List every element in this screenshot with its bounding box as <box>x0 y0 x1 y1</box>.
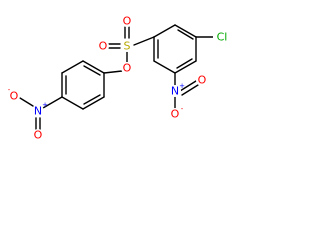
bond-nitro-right-to-oxygen-up <box>179 80 197 92</box>
sulfonyl-oxygen-top-label: O <box>123 15 132 28</box>
bond-ester-oxygen-to-ring <box>103 70 123 74</box>
bond-ring-left-1-inner <box>83 65 101 76</box>
chlorine-atom: Cl <box>213 30 231 44</box>
bond-ring-right-3 <box>174 60 197 74</box>
bond-ring-to-sulfur <box>133 36 155 46</box>
bond-ring-left-2 <box>61 60 84 74</box>
nitro-right-oxygen-up-label: O <box>198 74 207 87</box>
sulfur-label: S <box>124 40 131 53</box>
bond-nitro-left-to-oxygen-up <box>19 97 34 107</box>
bond-ring-left-1 <box>82 60 105 74</box>
nitro-left-oxygen-down: O <box>32 129 44 142</box>
nitro-right-nitrogen: N + <box>169 82 185 98</box>
bond-ring-right-4 <box>153 60 176 74</box>
nitro-left-oxygen-down-label: O <box>34 129 43 142</box>
chlorine-label: Cl <box>217 31 228 44</box>
bond-ring-right-3-inner <box>176 58 193 69</box>
nitro-left-oxygen-up-charge: - <box>8 86 11 94</box>
nitro-right-oxygen-down-charge: - <box>181 105 184 113</box>
bond-ring-left-4 <box>61 96 84 110</box>
nitro-right-oxygen-down-label: O <box>171 108 180 121</box>
sulfonyl-oxygen-left-label: O <box>99 40 108 53</box>
nitro-left-nitrogen: N + <box>32 101 48 118</box>
bond-nitro-right-to-oxygen-up-double <box>181 84 199 96</box>
sulfonyl-oxygen-left: O <box>97 40 109 53</box>
bond-ring-right-1 <box>174 24 197 38</box>
ester-oxygen-label: O <box>123 62 132 75</box>
bond-ring-right-1-inner <box>177 29 194 40</box>
nitro-right-oxygen-down: O - <box>169 105 184 121</box>
nitro-right-nitrogen-label: N <box>171 85 179 98</box>
sulfur-atom: S <box>121 40 133 53</box>
bond-ring-to-nitro-left <box>42 96 63 109</box>
sulfonyl-oxygen-top: O <box>121 15 133 28</box>
bond-ring-left-5-inner <box>83 94 101 105</box>
nitro-left-nitrogen-charge: + <box>42 101 48 109</box>
nitro-left-nitrogen-label: N <box>34 105 42 118</box>
bond-ring-right-6 <box>153 24 176 38</box>
chemical-structure-diagram: S O O O Cl N + O O - N + O - <box>7 14 231 142</box>
nitro-right-nitrogen-charge: + <box>179 82 185 90</box>
nitro-left-oxygen-up-label: O <box>10 90 19 103</box>
nitro-right-oxygen-up: O <box>196 74 208 87</box>
nitro-left-oxygen-up: O - <box>8 86 20 103</box>
ester-oxygen: O <box>121 62 133 75</box>
right-benzene-ring <box>153 24 197 74</box>
bond-ring-left-5 <box>82 96 105 110</box>
left-benzene-ring <box>61 60 105 110</box>
